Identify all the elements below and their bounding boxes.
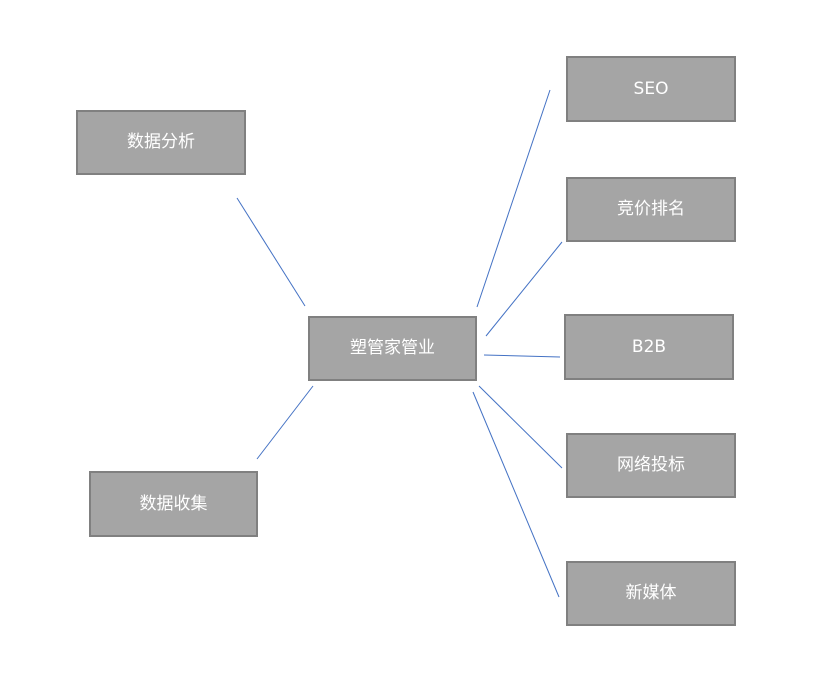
connector-center-seo bbox=[476, 89, 551, 308]
connector-center-new-media bbox=[472, 391, 560, 598]
connector-center-data-collection bbox=[256, 385, 314, 460]
connector-center-data-analysis bbox=[236, 197, 306, 307]
connector-center-online-bidding bbox=[478, 385, 563, 469]
connector-center-b2b bbox=[483, 354, 561, 358]
connector-center-bidding-ranking bbox=[485, 241, 563, 337]
b2b-node[interactable]: B2B bbox=[564, 314, 734, 380]
data-collection-node[interactable]: 数据收集 bbox=[89, 471, 258, 537]
bidding-ranking-node[interactable]: 竞价排名 bbox=[566, 177, 736, 242]
data-analysis-node[interactable]: 数据分析 bbox=[76, 110, 246, 175]
new-media-node[interactable]: 新媒体 bbox=[566, 561, 736, 626]
seo-node[interactable]: SEO bbox=[566, 56, 736, 122]
center-node[interactable]: 塑管家管业 bbox=[308, 316, 477, 381]
online-bidding-node[interactable]: 网络投标 bbox=[566, 433, 736, 498]
